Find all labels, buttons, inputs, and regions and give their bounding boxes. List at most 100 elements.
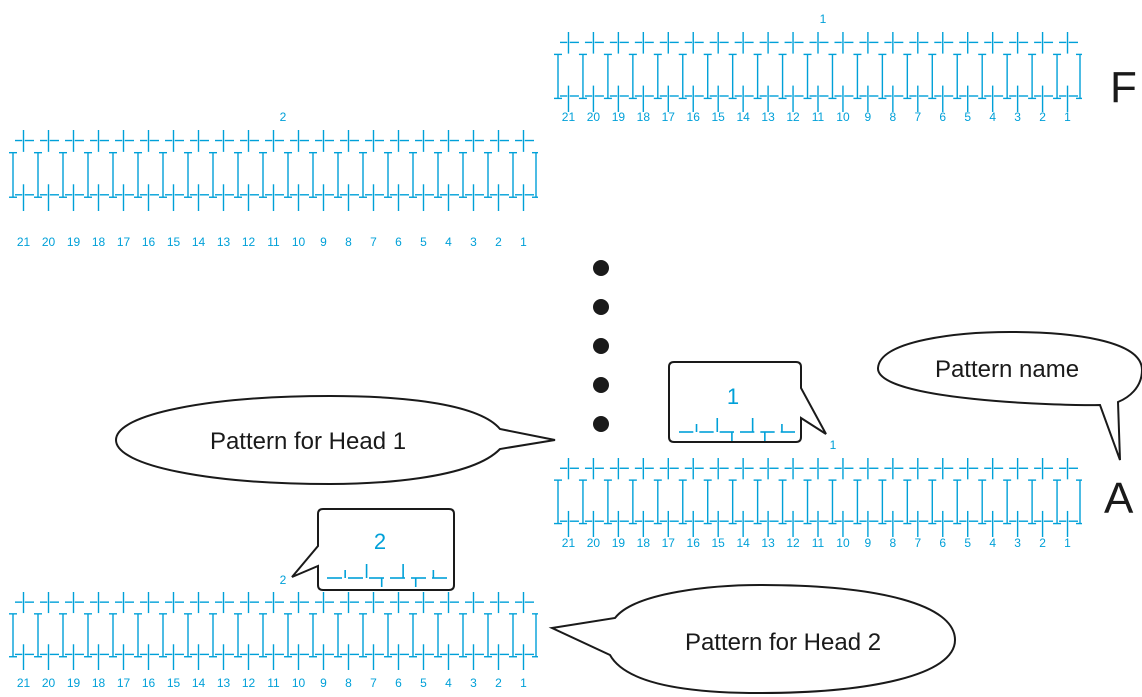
pattern-block: 8 [878, 458, 904, 550]
pattern-block: 15 [703, 32, 729, 124]
pattern-block: 17 [109, 592, 134, 690]
pattern-block: 10 [284, 130, 309, 249]
pattern-number-label: 3 [470, 676, 477, 690]
callout-pattern-head-2: Pattern for Head 2 [548, 583, 957, 695]
callout-pattern-head-1: Pattern for Head 1 [114, 394, 556, 486]
zoom-head-2-number: 2 [374, 529, 386, 554]
pattern-block: 4 [434, 592, 459, 690]
pattern-block: 7 [903, 458, 929, 550]
pattern-number-label: 12 [786, 110, 800, 124]
pattern-block: 13 [209, 130, 234, 249]
pattern-block: 2 [484, 592, 509, 690]
pattern-block: 8 [334, 130, 359, 249]
pattern-block: 19 [603, 458, 629, 550]
pattern-number-label: 4 [445, 235, 452, 249]
pattern-block: 7 [359, 592, 384, 690]
callout-pattern-name: Pattern name [876, 330, 1142, 461]
pattern-number-label: 21 [17, 676, 31, 690]
pattern-number-label: 8 [890, 110, 897, 124]
pattern-block: 14 [728, 458, 754, 550]
pattern-block: 21 [9, 130, 34, 249]
pattern-block: 6 [928, 458, 954, 550]
pattern-block: 21 [554, 458, 579, 550]
pattern-number-label: 11 [812, 536, 825, 550]
pattern-block: 15 [703, 458, 729, 550]
ellipsis-dot [593, 338, 609, 354]
pattern-block: 7 [359, 130, 384, 249]
pattern-number-label: 11 [812, 110, 825, 124]
pattern-block: 15 [159, 130, 184, 249]
pattern-number-label: 4 [989, 536, 996, 550]
pattern-block: 16 [134, 592, 159, 690]
pattern-block: 14 [184, 592, 209, 690]
pattern-number-label: 8 [890, 536, 897, 550]
pattern-number-label: 1 [1064, 110, 1071, 124]
pattern-number-label: 18 [92, 676, 106, 690]
pattern-number-label: 13 [217, 676, 231, 690]
pattern-block: 12 [778, 32, 804, 124]
pattern-block: 16 [678, 32, 704, 124]
pattern-block: 20 [578, 32, 604, 124]
pattern-number-label: 20 [587, 536, 601, 550]
pattern-block: 3 [1003, 32, 1029, 124]
pattern-number-label: 6 [395, 235, 402, 249]
pattern-number-label: 16 [142, 235, 156, 249]
pattern-number-label: 7 [370, 676, 377, 690]
pattern-block: 13 [753, 458, 779, 550]
pattern-block: 17 [109, 130, 134, 249]
pattern-number-label: 8 [345, 235, 352, 249]
pattern-number-label: 1 [1064, 536, 1071, 550]
pattern-number-label: 15 [712, 536, 726, 550]
pattern-number-label: 7 [914, 110, 921, 124]
pattern-number-label: 17 [117, 235, 131, 249]
pattern-block: 18 [84, 592, 109, 690]
pattern-block: 21 [9, 592, 34, 690]
pattern-number-label: 13 [761, 110, 775, 124]
pattern-number-label: 12 [786, 536, 800, 550]
pattern-block: 7 [903, 32, 929, 124]
pattern-number-label: 6 [939, 110, 946, 124]
pattern-number-label: 3 [470, 235, 477, 249]
pattern-number-label: 21 [562, 110, 576, 124]
pattern-number-label: 18 [92, 235, 106, 249]
pattern-number-label: 19 [612, 110, 626, 124]
pattern-number-label: 18 [637, 536, 651, 550]
pattern-block: 10 [828, 458, 854, 550]
pattern-number-label: 11 [267, 676, 280, 690]
pattern-number-label: 15 [167, 235, 181, 249]
pattern-number-label: 9 [320, 235, 327, 249]
pattern-block: 16 [134, 130, 159, 249]
pattern-number-label: 9 [865, 536, 872, 550]
ellipsis-dot [593, 260, 609, 276]
pattern-number-label: 16 [687, 110, 701, 124]
pattern-block: 5 [409, 592, 434, 690]
pattern-block: 20 [578, 458, 604, 550]
pattern-block: 20 [34, 130, 59, 249]
pattern-number-label: 12 [242, 235, 256, 249]
ellipsis-dot [593, 377, 609, 393]
pattern-number-label: 2 [495, 676, 502, 690]
pattern-number-label: 6 [939, 536, 946, 550]
pattern-block: 17 [653, 32, 679, 124]
pattern-block: 4 [978, 458, 1004, 550]
pattern-number-label: 15 [712, 110, 726, 124]
pattern-number-label: 9 [320, 676, 327, 690]
pattern-number-label: 20 [42, 676, 56, 690]
pattern-block: 6 [384, 130, 409, 249]
pattern-block: 12 [234, 592, 259, 690]
pattern-number-label: 2 [1039, 536, 1046, 550]
pattern-block: 13 [753, 32, 779, 124]
pattern-number-label: 14 [192, 235, 206, 249]
pattern-number-label: 19 [67, 676, 81, 690]
pattern-number-label: 9 [865, 110, 872, 124]
pattern-letter-f: F [1110, 63, 1137, 112]
pattern-block: 4 [434, 130, 459, 249]
pattern-number-label: 6 [395, 676, 402, 690]
pattern-number-label: 16 [687, 536, 701, 550]
pattern-number-label: 10 [836, 110, 850, 124]
pattern-number-label: 14 [736, 536, 750, 550]
pattern-number-label: 3 [1014, 536, 1021, 550]
zoom-head-1-pattern-detail [679, 418, 795, 441]
